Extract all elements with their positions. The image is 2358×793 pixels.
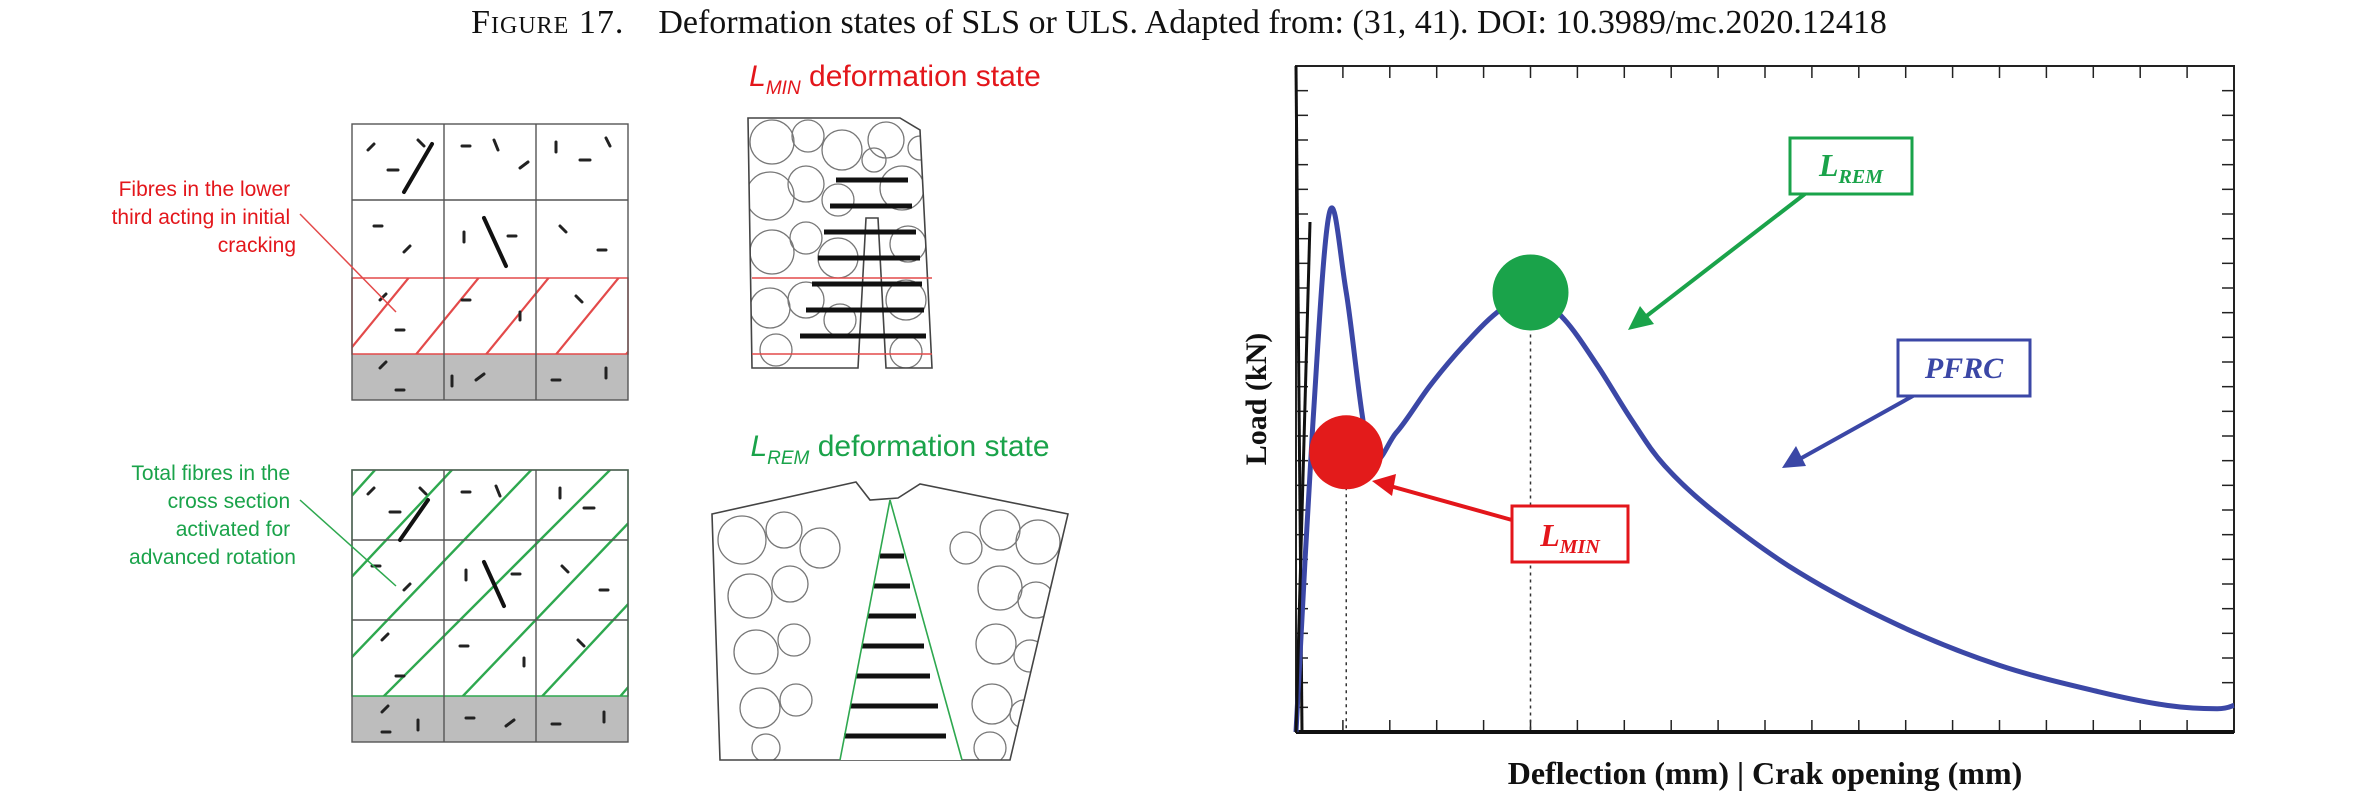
lrem-marker: [1492, 254, 1569, 331]
chart-guide-lines: [1345, 292, 1532, 732]
lrem-deformation-title: LREM deformation state: [750, 430, 1049, 469]
y-axis-label: Load (kN): [1240, 333, 1273, 466]
lmin-marker: [1309, 415, 1384, 490]
lrem-callout: LREM: [1628, 136, 1914, 330]
top-grid-long-fibres: [402, 142, 508, 268]
initial-elastic-line: [1294, 221, 1312, 733]
lrem-beam: [711, 481, 1069, 761]
bottom-grid-label: Total fibres in the cross section activa…: [129, 462, 296, 569]
lmin-callout: LMIN: [1372, 474, 1630, 564]
pfrc-callout: PFRC: [1782, 338, 2032, 468]
top-grid-label: Fibres in the lower third acting in init…: [112, 178, 296, 257]
x-axis-label: Deflection (mm) | Crak opening (mm): [1508, 755, 2023, 791]
bottom-grid-fibre-marks: [366, 484, 610, 734]
top-grid-pointer: [299, 213, 397, 313]
caption-text: Deformation states of SLS or ULS. Adapte…: [658, 4, 1887, 41]
bottom-grid-green-hatch: [352, 470, 628, 696]
pfrc-curve: [1293, 205, 2235, 733]
load-deflection-chart: Deflection (mm) | Crak opening (mm) Load…: [1240, 65, 2235, 791]
bottom-fibre-grid: [299, 469, 629, 743]
bottom-grid-grey-zone: [352, 696, 628, 742]
chart-ticks: [1296, 66, 2234, 732]
lmin-deformation-title: LMIN deformation state: [749, 60, 1041, 99]
lmin-beam: [747, 117, 933, 369]
lrem-callout-label: LREM: [1818, 147, 1884, 188]
bottom-grid-long-fibres: [398, 498, 506, 608]
top-fibre-grid: [299, 123, 629, 401]
figure-caption: Figure 17. Deformation states of SLS or …: [0, 4, 2358, 42]
top-grid-red-hatch: [352, 278, 628, 354]
bottom-grid-pointer: [299, 499, 397, 587]
chart-frame: [1295, 65, 2235, 733]
figure-label: Figure 17.: [471, 4, 625, 41]
lmin-callout-label: LMIN: [1539, 517, 1601, 558]
top-grid-fibre-marks: [366, 136, 612, 392]
pfrc-callout-label: PFRC: [1924, 352, 2004, 385]
top-grid-grey-zone: [352, 354, 628, 400]
